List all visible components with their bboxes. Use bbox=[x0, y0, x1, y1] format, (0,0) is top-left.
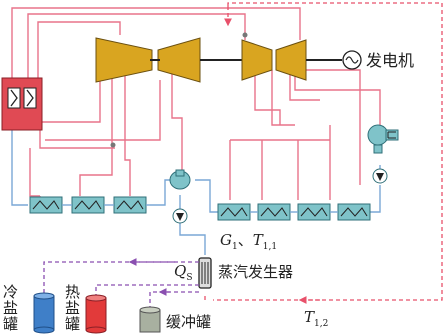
cold-tank-label: 冷盐罐 bbox=[1, 284, 19, 332]
cold-tank bbox=[33, 292, 55, 334]
junction-dot bbox=[242, 32, 248, 38]
buffer-tank-label: 缓冲罐 bbox=[166, 313, 211, 331]
hot-tank-label: 热盐罐 bbox=[63, 284, 81, 332]
heater-chain bbox=[62, 204, 338, 213]
boiler bbox=[1, 77, 43, 131]
heater-icon bbox=[217, 203, 251, 221]
lp-heaters bbox=[217, 203, 371, 221]
flow-subscript: 1 bbox=[232, 242, 238, 252]
generator-label: 发电机 bbox=[366, 51, 414, 70]
hp-turbine bbox=[95, 37, 201, 83]
heater-icon bbox=[337, 203, 371, 221]
temp-symbol: T bbox=[253, 231, 264, 249]
buffer-tank bbox=[139, 306, 161, 333]
heater-icon bbox=[71, 196, 105, 214]
molten-salt-dashed bbox=[43, 258, 199, 308]
water-piping bbox=[11, 130, 381, 255]
temp-subscript: 1,1 bbox=[263, 242, 277, 252]
heat-symbol: Q bbox=[174, 262, 186, 280]
feed-pump-icon bbox=[172, 208, 188, 224]
condenser-icon bbox=[367, 124, 399, 154]
flow-separator: 、 bbox=[238, 231, 253, 249]
svg-text:G1、T1,1: G1、T1,1 bbox=[220, 231, 277, 252]
steam-generator-label: 蒸汽发生器 bbox=[218, 263, 293, 281]
flow-symbol: G bbox=[220, 231, 232, 249]
condensate-pump-icon bbox=[372, 168, 388, 184]
heater-icon bbox=[113, 196, 147, 214]
svg-text:QS: QS bbox=[174, 262, 192, 283]
heater-icon bbox=[29, 196, 63, 214]
hot-tank bbox=[85, 294, 107, 334]
junction-dot bbox=[110, 142, 116, 148]
heater-icon bbox=[257, 203, 291, 221]
outlet-temp-symbol: T bbox=[304, 308, 315, 326]
lp-turbine bbox=[200, 39, 342, 81]
heat-label: QS bbox=[174, 262, 192, 283]
outlet-temp-subscript: 1,2 bbox=[314, 319, 328, 329]
hp-heaters bbox=[29, 196, 147, 214]
outlet-temp-label: T1,2 bbox=[304, 308, 328, 329]
svg-text:T1,2: T1,2 bbox=[304, 308, 328, 329]
generator-icon bbox=[342, 50, 362, 70]
deaerator-icon bbox=[169, 169, 191, 190]
steam-piping bbox=[11, 7, 381, 200]
flow-temp-label: G1、T1,1 bbox=[220, 231, 277, 252]
heat-subscript: S bbox=[186, 273, 192, 283]
heater-icon bbox=[297, 203, 331, 221]
steam-generator bbox=[198, 257, 212, 289]
thermal-dashed-loop bbox=[204, 2, 443, 304]
